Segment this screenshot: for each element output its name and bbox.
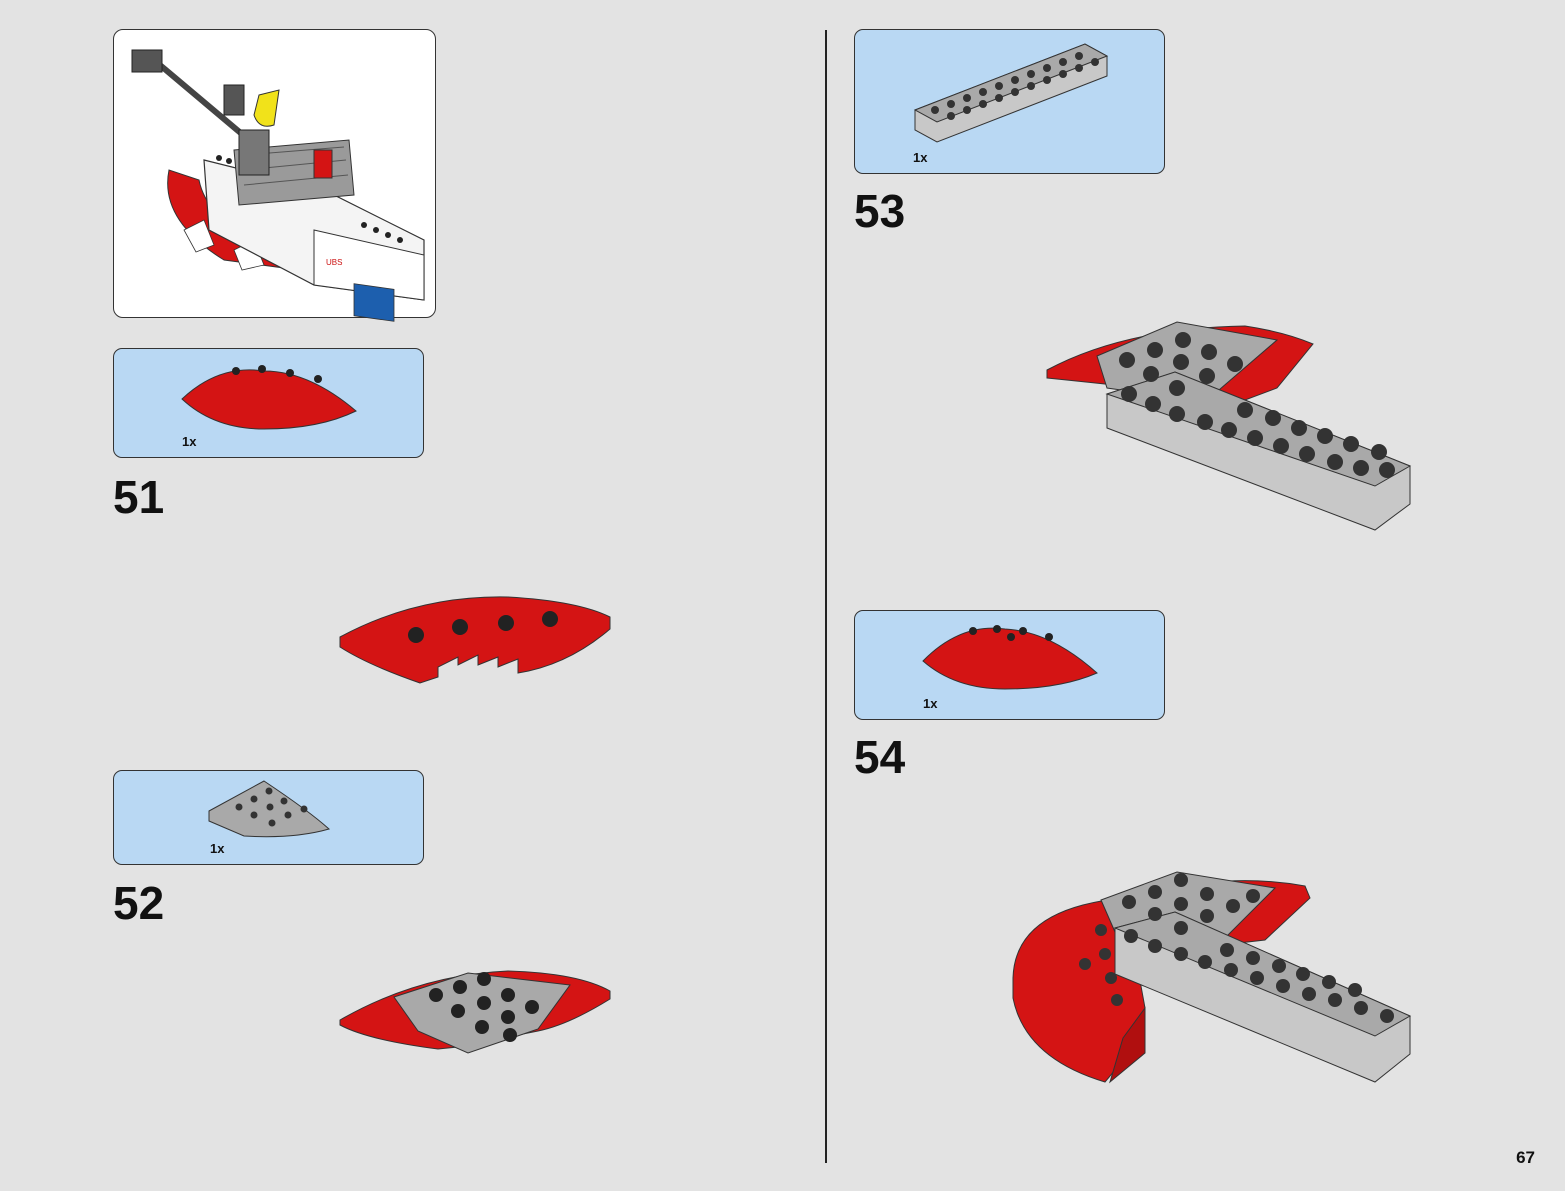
step-54-parts-box: 1x: [854, 610, 1165, 720]
grey-long-brick-part: [913, 43, 1109, 143]
page-divider: [825, 30, 827, 1163]
step-52-number: 52: [113, 877, 165, 929]
overview-callout: UBS Allianz: [113, 29, 436, 322]
page-number: 67: [1516, 1148, 1535, 1167]
assembly-illustration: UBS Allianz: [131, 49, 425, 322]
step-54-build-illustration: [1012, 871, 1412, 1084]
step-51-build-illustration: [339, 596, 611, 684]
step-54-number: 54: [854, 731, 906, 783]
sticker-right-text: Allianz: [360, 276, 378, 282]
step-53-part-qty: 1x: [913, 150, 928, 165]
curved-red-brick-part: [181, 365, 357, 430]
step-52-parts-box: 1x: [113, 770, 424, 865]
step-53-number: 53: [854, 185, 906, 237]
step-51-number: 51: [113, 471, 165, 523]
step-53-build-illustration: [1046, 321, 1412, 531]
grey-round-plate-part: [208, 780, 331, 838]
step-52-part-qty: 1x: [210, 841, 225, 856]
step-51-parts-box: 1x: [113, 348, 424, 458]
step-53-parts-box: 1x: [854, 29, 1165, 174]
curved-red-brick-part: [922, 625, 1098, 690]
step-54-part-qty: 1x: [923, 696, 938, 711]
step-52-build-illustration: [339, 970, 611, 1054]
step-51-part-qty: 1x: [182, 434, 197, 449]
sticker-left-text: UBS: [326, 258, 342, 267]
